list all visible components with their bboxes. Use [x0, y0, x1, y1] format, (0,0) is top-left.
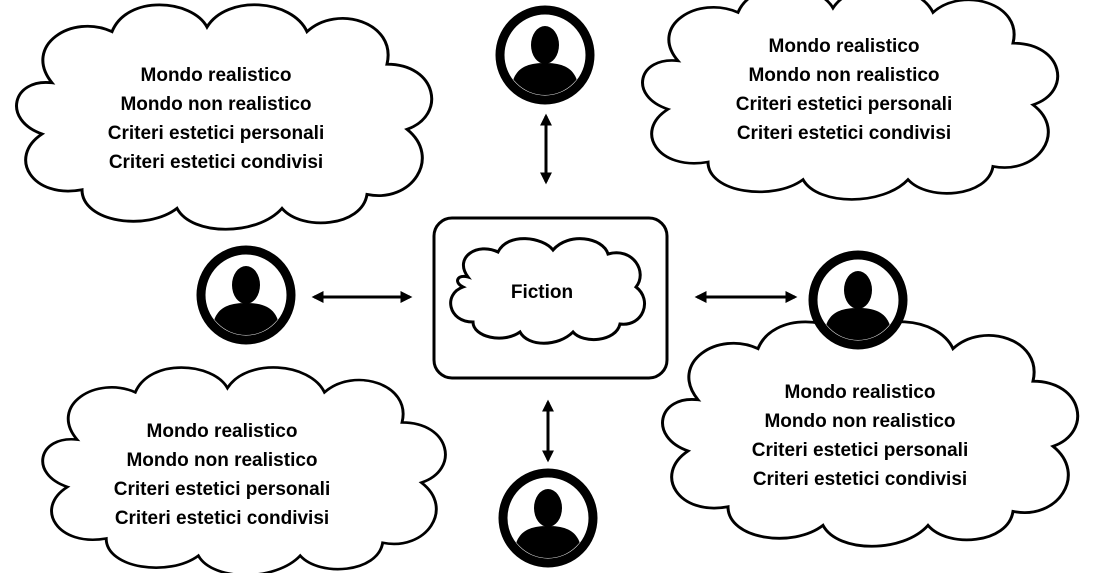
cloud-text: Criteri estetici personali — [752, 440, 968, 461]
cloud-bottom-right: Mondo realistico Mondo non realistico Cr… — [661, 320, 1080, 548]
cloud-text: Mondo non realistico — [748, 65, 939, 86]
cloud-text: Mondo non realistico — [126, 450, 317, 471]
cloud-text: Mondo realistico — [769, 36, 920, 57]
cloud-text: Criteri estetici condivisi — [737, 123, 951, 144]
cloud-bottom-left: Mondo realistico Mondo non realistico Cr… — [41, 366, 447, 573]
cloud-text: Mondo realistico — [785, 382, 936, 403]
cloud-text: Criteri estetici condivisi — [115, 508, 329, 529]
cloud-top-left: Mondo realistico Mondo non realistico Cr… — [15, 3, 434, 231]
cloud-text: Criteri estetici personali — [108, 123, 324, 144]
cloud-text: Criteri estetici personali — [114, 479, 330, 500]
person-icon — [813, 255, 903, 345]
cloud-text: Criteri estetici condivisi — [109, 152, 323, 173]
cloud-text: Mondo non realistico — [120, 94, 311, 115]
fiction-label: Fiction — [511, 282, 573, 303]
person-icon — [500, 10, 590, 100]
cloud-text: Mondo realistico — [147, 421, 298, 442]
cloud-text: Mondo non realistico — [764, 411, 955, 432]
cloud-text: Criteri estetici condivisi — [753, 469, 967, 490]
cloud-top-right: Mondo realistico Mondo non realistico Cr… — [641, 0, 1060, 201]
person-icon — [503, 473, 593, 563]
fiction-box: Fiction — [432, 216, 669, 380]
cloud-text: Criteri estetici personali — [736, 94, 952, 115]
cloud-text: Mondo realistico — [141, 65, 292, 86]
person-icon — [201, 250, 291, 340]
